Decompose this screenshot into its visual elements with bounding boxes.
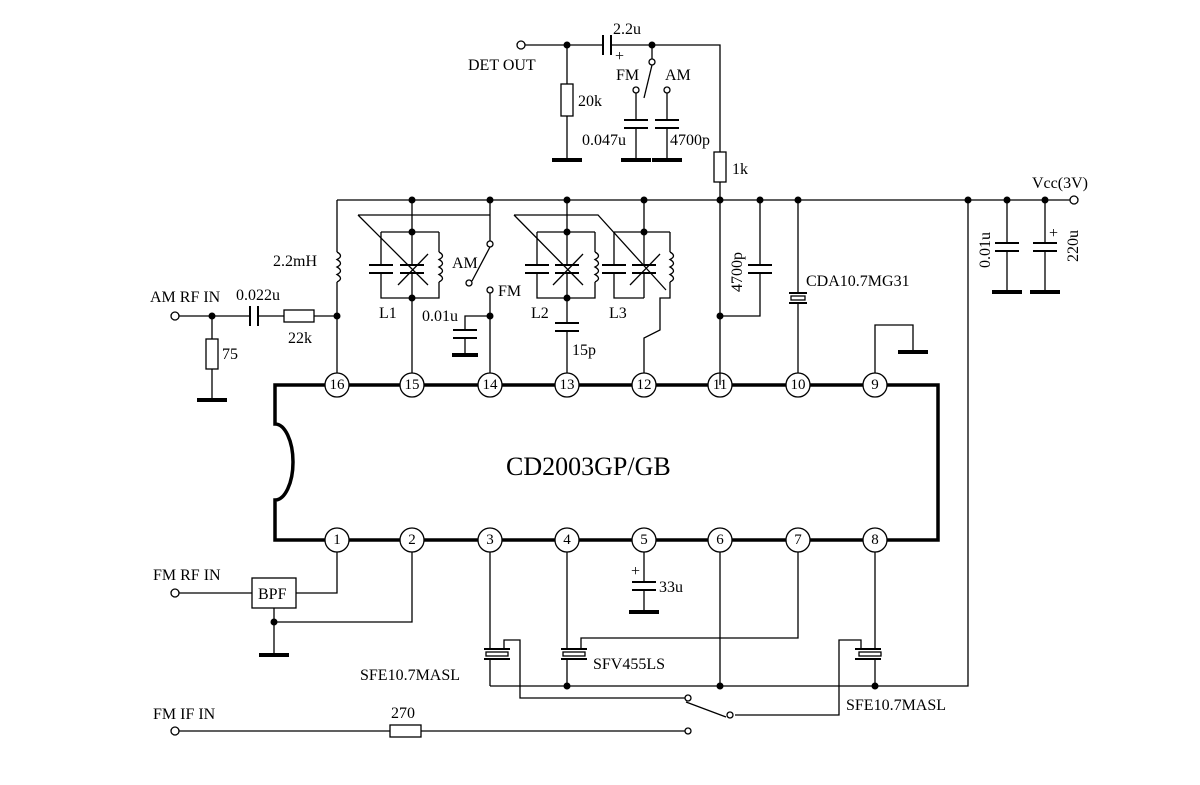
filter-cda-label: CDA10.7MG31	[806, 273, 910, 290]
fm-if-in-terminal	[170, 726, 180, 736]
pin-2-number: 2	[408, 532, 416, 548]
pin-15: 15	[399, 372, 425, 398]
coil-l3-label: L3	[609, 305, 627, 322]
chip-name: CD2003GP/GB	[506, 452, 671, 481]
pin-16-number: 16	[330, 377, 346, 393]
pin-5: 5	[631, 527, 657, 553]
fm-if-input: FM IF IN 270	[153, 705, 692, 738]
bpf-label: BPF	[258, 586, 287, 603]
pin-9: 9	[862, 372, 888, 398]
pin-10: 10	[785, 372, 811, 398]
cap-4700p-mid-label: 4700p	[729, 252, 746, 292]
am-rf-in-label: AM RF IN	[150, 289, 221, 306]
pin-10-ceramic-filter: CDA10.7MG31	[789, 200, 910, 373]
cap-15p-label: 15p	[572, 342, 596, 359]
sfv-label: SFV455LS	[593, 656, 665, 673]
pin-1-number: 1	[333, 532, 341, 548]
top-pins: 16 15 14 13 12 11 10 9	[324, 372, 888, 398]
cap-0-022u-label: 0.022u	[236, 287, 280, 304]
cap-0-01u-mid-label: 0.01u	[422, 308, 458, 325]
pin-7: 7	[785, 527, 811, 553]
pin-12-number: 12	[637, 377, 652, 393]
pin-13-number: 13	[560, 377, 575, 393]
vcc-decoupling-capacitor: 0.01u	[977, 200, 1022, 294]
vcc-label: Vcc(3V)	[1032, 175, 1088, 192]
coil-l2-label: L2	[531, 305, 549, 322]
pin-4-number: 4	[563, 532, 571, 548]
pin-3-number: 3	[486, 532, 494, 548]
am-fm-switch-mid: AM FM 0.01u	[422, 200, 521, 373]
am-rf-input: 2.2mH AM RF IN 0.022u 22k 75	[150, 200, 342, 402]
res-20k-label: 20k	[578, 93, 602, 110]
cap-220u-plus: +	[1049, 225, 1058, 242]
fm-switch-top-label: FM	[616, 67, 639, 84]
chip-body: CD2003GP/GB	[273, 383, 940, 542]
pin-6: 6	[707, 527, 733, 553]
det-out-label: DET OUT	[468, 57, 536, 74]
pin-6-number: 6	[716, 532, 724, 548]
pin-5-capacitor: + 33u	[629, 552, 683, 614]
pin-8-number: 8	[871, 532, 879, 548]
pin-5-number: 5	[640, 532, 648, 548]
cap-0-01u-right-label: 0.01u	[977, 232, 994, 268]
cap-4700p-top-label: 4700p	[670, 132, 710, 149]
cap-33u-plus: +	[631, 563, 640, 580]
fm-rf-input: FM RF IN BPF	[153, 552, 413, 657]
l2-tank: L2 15p	[513, 200, 667, 373]
det-out-terminal	[516, 40, 526, 50]
if-selector-switch	[684, 694, 734, 719]
pin-4: 4	[554, 527, 580, 553]
res-1k-label: 1k	[732, 161, 748, 178]
ind-2-2mh-label: 2.2mH	[273, 253, 317, 270]
pin-9-number: 9	[871, 377, 879, 393]
l1-tank: L1	[357, 200, 490, 373]
pin-13: 13	[554, 372, 580, 398]
cap-0-047u-label: 0.047u	[582, 132, 626, 149]
fm-switch-mid-label: FM	[498, 283, 521, 300]
pin-14-number: 14	[483, 377, 499, 393]
vcc-terminal	[1069, 195, 1079, 205]
pin-1: 1	[324, 527, 350, 553]
pin-10-number: 10	[791, 377, 806, 393]
pin-9-ground	[874, 324, 928, 373]
am-rf-in-terminal	[170, 311, 180, 321]
pin-14: 14	[477, 372, 503, 398]
pin-15-number: 15	[405, 377, 420, 393]
sfe-right-label: SFE10.7MASL	[846, 697, 946, 714]
cap-2-2u-plus: +	[615, 48, 624, 65]
coil-l1-label: L1	[379, 305, 397, 322]
am-switch-top-label: AM	[665, 67, 691, 84]
if-filters: SFE10.7MASL SFV455LS SFE10.7MASL	[360, 200, 969, 716]
cap-220u-label: 220u	[1065, 230, 1082, 262]
det-out-section: DET OUT 2.2u + 20k FM AM 0.047u 4700p 1k	[468, 21, 772, 385]
l3-tank: L3	[602, 200, 675, 373]
res-22k-label: 22k	[288, 330, 312, 347]
res-75-label: 75	[222, 346, 238, 363]
sfe-left-label: SFE10.7MASL	[360, 667, 460, 684]
pin-7-number: 7	[794, 532, 802, 548]
vcc-rail: Vcc(3V)	[337, 175, 1088, 205]
vcc-electrolytic-capacitor: + 220u	[1030, 200, 1082, 294]
fm-if-in-label: FM IF IN	[153, 706, 216, 723]
fm-rf-in-terminal	[170, 588, 180, 598]
am-switch-mid-label: AM	[452, 255, 478, 272]
pin-3: 3	[477, 527, 503, 553]
cap-33u-label: 33u	[659, 579, 683, 596]
pin-2: 2	[399, 527, 425, 553]
pin-12: 12	[631, 372, 657, 398]
res-270-label: 270	[391, 705, 415, 722]
pin-8: 8	[862, 527, 888, 553]
fm-rf-in-label: FM RF IN	[153, 567, 221, 584]
cap-2-2u-label: 2.2u	[613, 21, 641, 38]
pin-16: 16	[324, 372, 350, 398]
